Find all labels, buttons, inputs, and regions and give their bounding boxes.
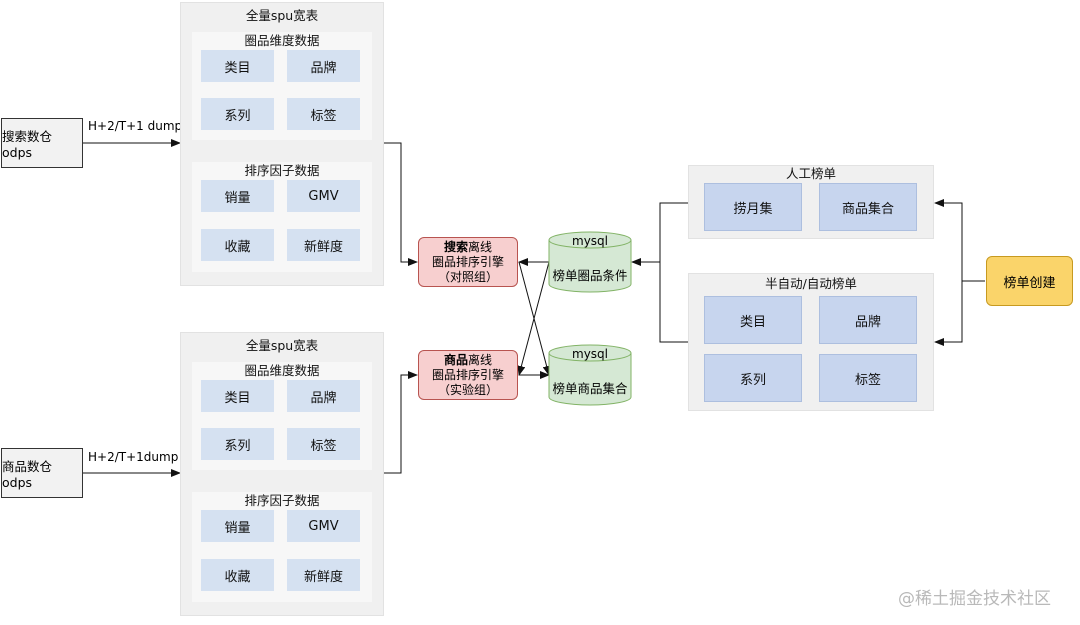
mysql-goods-cylinder xyxy=(548,344,632,406)
edge-lists-to-condition xyxy=(631,202,688,266)
sort-factor-title: 排序因子数据 xyxy=(244,163,320,178)
condition-db-type: mysql xyxy=(572,234,608,248)
watermark: @稀土掘金技术社区 xyxy=(898,589,1051,609)
goods-engine-group: （实验组） xyxy=(437,382,498,397)
list-create-label: 榜单创建 xyxy=(1003,275,1056,291)
cell-goods-collection[interactable]: 商品集合 xyxy=(819,183,917,231)
edge-spu-to-goods-engine xyxy=(384,371,418,474)
edge-spu-to-search-engine xyxy=(384,142,418,266)
search-dump-edge-label: H+2/T+1 dump xyxy=(88,119,183,133)
cell-sales[interactable]: 销量 xyxy=(201,180,274,212)
condition-db-label[interactable]: 榜单圈品条件 xyxy=(552,268,628,283)
goods-odps-box[interactable]: 商品数仓odps xyxy=(1,448,83,498)
cell-laoyue-collection[interactable]: 捞月集 xyxy=(704,183,802,231)
search-engine-group: （对照组） xyxy=(437,269,498,284)
mysql-condition-cylinder xyxy=(548,231,632,293)
goods-engine-line1: 商品离线 xyxy=(443,352,493,367)
edge-create-to-manual xyxy=(934,199,985,282)
cell-auto-brand[interactable]: 品牌 xyxy=(819,296,917,344)
goods-db-type: mysql xyxy=(572,347,608,361)
cell-series[interactable]: 系列 xyxy=(201,428,274,460)
filter-dimension-title: 圈品维度数据 xyxy=(244,33,320,48)
edge-auto-to-condition xyxy=(659,262,688,343)
cell-gmv[interactable]: GMV xyxy=(287,510,360,542)
cell-auto-series[interactable]: 系列 xyxy=(704,354,802,402)
search-odps-box[interactable]: 搜索数仓odps xyxy=(1,118,83,168)
goods-offline-engine[interactable]: 商品离线 圈品排序引擎 （实验组） xyxy=(418,350,518,400)
cell-favorites[interactable]: 收藏 xyxy=(201,559,274,591)
cell-favorites[interactable]: 收藏 xyxy=(201,229,274,261)
cell-auto-category[interactable]: 类目 xyxy=(704,296,802,344)
goods-engine-line2: 圈品排序引擎 xyxy=(431,367,504,382)
sort-factor-title: 排序因子数据 xyxy=(244,493,320,508)
auto-list-title: 半自动/自动榜单 xyxy=(765,276,857,291)
cell-category[interactable]: 类目 xyxy=(201,50,274,82)
goods-db-label[interactable]: 榜单商品集合 xyxy=(552,381,628,396)
cell-auto-tag[interactable]: 标签 xyxy=(819,354,917,402)
spu-panel-title: 全量spu宽表 xyxy=(245,8,319,23)
manual-list-title: 人工榜单 xyxy=(785,166,836,181)
cell-series[interactable]: 系列 xyxy=(201,98,274,130)
search-odps-label: 搜索数仓odps xyxy=(2,129,53,160)
edge-create-to-auto xyxy=(934,280,985,346)
cell-gmv[interactable]: GMV xyxy=(287,180,360,212)
cell-freshness[interactable]: 新鲜度 xyxy=(287,559,360,591)
cell-brand[interactable]: 品牌 xyxy=(287,380,360,412)
cell-category[interactable]: 类目 xyxy=(201,380,274,412)
spu-panel-title: 全量spu宽表 xyxy=(245,338,319,353)
edge-condition-to-goods-engine xyxy=(517,261,550,376)
goods-odps-label: 商品数仓odps xyxy=(2,459,53,490)
cell-brand[interactable]: 品牌 xyxy=(287,50,360,82)
cell-tag[interactable]: 标签 xyxy=(287,98,360,130)
search-offline-engine[interactable]: 搜索离线 圈品排序引擎 （对照组） xyxy=(418,237,518,287)
goods-dump-edge-label: H+2/T+1dump xyxy=(88,450,179,464)
cell-tag[interactable]: 标签 xyxy=(287,428,360,460)
filter-dimension-title: 圈品维度数据 xyxy=(244,363,320,378)
search-engine-line2: 圈品排序引擎 xyxy=(431,254,504,269)
list-create-box[interactable]: 榜单创建 xyxy=(986,256,1073,306)
cell-sales[interactable]: 销量 xyxy=(201,510,274,542)
search-engine-line1: 搜索离线 xyxy=(443,239,493,254)
cell-freshness[interactable]: 新鲜度 xyxy=(287,229,360,261)
